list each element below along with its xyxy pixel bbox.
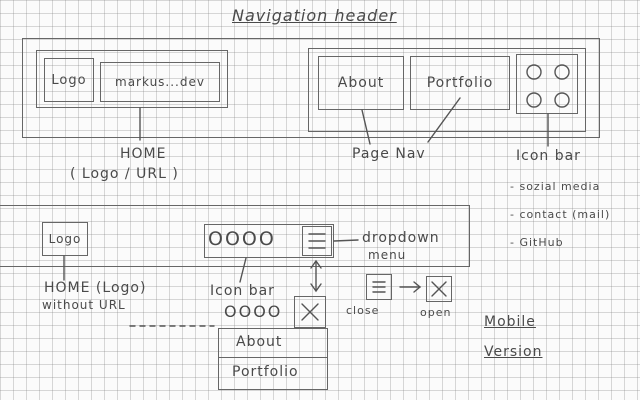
open-label: open xyxy=(420,306,452,319)
nav-about-box: About xyxy=(318,56,404,110)
diagram-title: Navigation header xyxy=(232,6,397,25)
iconbar-item-github: - GitHub xyxy=(510,236,564,249)
mobile-logo-box: Logo xyxy=(42,222,88,256)
mobile-version-label-1: Mobile xyxy=(484,314,536,330)
open-state-box xyxy=(426,276,452,302)
close-state-hamburger-icon xyxy=(372,281,386,293)
mobile-icons-text: OOOO xyxy=(208,228,276,250)
desktop-icon-circle xyxy=(526,64,542,80)
dropdown-label: dropdown xyxy=(362,230,440,246)
mobile-home-sub-label: without URL xyxy=(42,298,126,312)
mobile-iconbar-label: Icon bar xyxy=(210,283,275,299)
mobile-iconbar-leader xyxy=(239,257,247,283)
nav-group-box xyxy=(308,48,586,132)
close-state-box xyxy=(366,274,392,300)
nav-portfolio-label: Portfolio xyxy=(426,75,494,91)
mobile-version-label-2: Version xyxy=(484,344,543,360)
iconbar-label: Icon bar xyxy=(516,148,581,164)
url-box: markus...dev xyxy=(100,62,220,102)
mobile-icons-open-text: OOOO xyxy=(224,302,283,321)
url-label: markus...dev xyxy=(115,75,205,89)
iconbar-item-social: - sozial media xyxy=(510,180,601,193)
mobile-logo-label: Logo xyxy=(48,232,82,246)
nav-portfolio-box: Portfolio xyxy=(410,56,510,110)
desktop-icon-circle xyxy=(554,64,570,80)
logo-label: Logo xyxy=(51,72,87,88)
mobile-dropdown-box xyxy=(302,226,332,256)
home-sub-label: ( Logo / URL ) xyxy=(70,166,179,182)
mobile-header-frame xyxy=(0,205,470,267)
hamburger-icon xyxy=(308,233,326,249)
page-nav-label: Page Nav xyxy=(352,146,426,162)
home-label: HOME xyxy=(120,146,167,162)
toggle-double-arrow xyxy=(310,259,322,293)
portfolio-leader xyxy=(427,97,461,143)
dropdown-item-portfolio: Portfolio xyxy=(232,364,299,380)
open-state-x-icon xyxy=(431,281,447,297)
close-to-open-arrow xyxy=(399,281,422,293)
open-dropdown-x-icon xyxy=(301,303,319,321)
about-leader xyxy=(361,109,371,145)
nav-about-label: About xyxy=(337,75,385,91)
dropdown-menu xyxy=(218,328,328,390)
desktop-iconbar-box xyxy=(516,54,578,114)
close-label: close xyxy=(346,304,380,317)
dropdown-sub-label: menu xyxy=(368,248,407,262)
home-group-box xyxy=(36,50,228,108)
mobile-home-label: HOME (Logo) xyxy=(44,280,147,296)
open-dropdown-x-box xyxy=(294,296,326,328)
logo-box: Logo xyxy=(44,58,94,102)
iconbar-item-contact: - contact (mail) xyxy=(510,208,611,221)
dropdown-leader xyxy=(333,239,359,242)
dropdown-menu-divider xyxy=(218,357,328,359)
desktop-header-frame xyxy=(22,38,600,138)
desktop-icon-circle xyxy=(554,92,570,108)
desktop-icon-circle xyxy=(526,92,542,108)
dropdown-item-about: About xyxy=(236,334,283,350)
